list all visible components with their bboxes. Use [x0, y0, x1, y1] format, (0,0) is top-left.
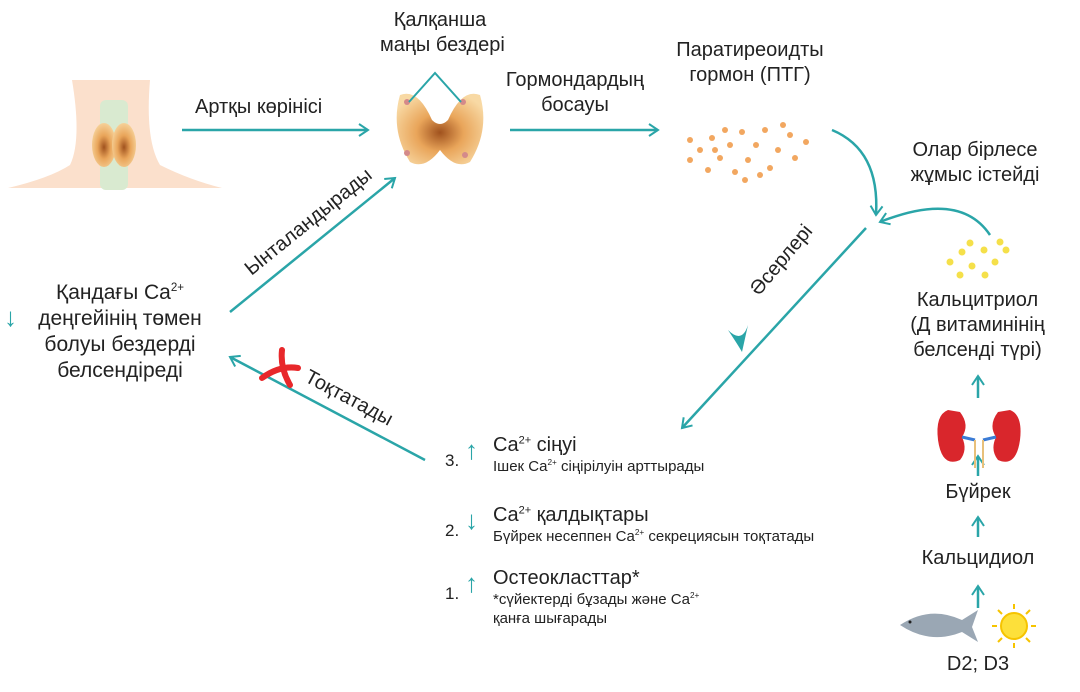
- arrow-pth-merge: [831, 128, 884, 217]
- item-number: 2.: [445, 521, 460, 540]
- pth-line: гормон (ПТГ): [689, 64, 811, 86]
- pth-line: Паратиреоидты: [676, 39, 824, 61]
- arrow-up-icon: ↑: [465, 435, 478, 465]
- superscript: 2+: [634, 528, 645, 538]
- superscript: 2+: [518, 504, 532, 517]
- parathyroid-glands-illustration: [396, 71, 484, 165]
- arrow-up-icon: ↑: [465, 568, 478, 598]
- back-view-label: Артқы көрінісі: [195, 96, 323, 118]
- arrow-calcitriol-merge: [878, 207, 992, 236]
- kidney-label: Бүйрек: [945, 481, 1011, 503]
- s: секрециясын тоқтатады: [644, 528, 815, 545]
- t: қалдықтары: [531, 504, 649, 526]
- arrow-down-icon: ↓: [465, 505, 478, 535]
- arrow-effects: [680, 227, 867, 430]
- arrow-stimulates: [229, 176, 397, 313]
- t: Ca: [493, 504, 519, 526]
- low-ca-line: деңгейінің төмен: [38, 307, 202, 330]
- low-calcium-label: Қандағы Ca2+ деңгейінің төмен болуы безд…: [30, 280, 210, 384]
- s: қанға шығарады: [493, 610, 608, 627]
- superscript: 2+: [689, 591, 700, 601]
- d-vitamins-label: D2; D3: [946, 653, 1010, 675]
- item-subtitle: Ішек Ca2+ сіңірілуін арттырады: [493, 457, 704, 476]
- together-line: жұмыс істейді: [910, 164, 1040, 186]
- glands-title-line: Қалқанша: [393, 9, 487, 31]
- low-ca-line: белсендіреді: [57, 359, 183, 382]
- s: Бүйрек несеппен Ca: [493, 528, 635, 545]
- item-title: Остеокласттар*: [493, 567, 640, 589]
- low-ca-text: Қандағы Ca: [55, 281, 171, 304]
- neck-illustration: [8, 80, 222, 190]
- t: Ca: [493, 434, 519, 456]
- s: Ішек Ca: [493, 458, 548, 475]
- superscript: 2+: [170, 281, 185, 294]
- superscript: 2+: [518, 434, 532, 447]
- release-line: босауы: [541, 94, 609, 116]
- item-subtitle: *сүйектерді бұзады және Ca2+ қанға шығара…: [493, 590, 699, 628]
- item-subtitle: Бүйрек несеппен Ca2+ секрециясын тоқтата…: [493, 527, 814, 546]
- sun-icon: [992, 604, 1036, 648]
- calcitriol-line: белсенді түрі): [913, 339, 1042, 361]
- cross-icon: [259, 347, 301, 388]
- low-ca-line: Қандағы Ca2+: [30, 280, 210, 306]
- hormone-release-label: Гормондардың босауы: [500, 68, 650, 118]
- pth-label: Паратиреоидты гормон (ПТГ): [670, 38, 830, 88]
- item-title: Ca2+ қалдықтары: [493, 503, 649, 527]
- s: сіңірілуін арттырады: [556, 458, 705, 475]
- s: *сүйектерді бұзады және Ca: [493, 591, 690, 608]
- release-line: Гормондардың: [505, 69, 645, 91]
- calcitriol-label: Кальцитриол (Д витаминінің белсенді түрі…: [895, 288, 1060, 363]
- calcitriol-line: (Д витаминінің: [910, 314, 1045, 336]
- item-title: Ca2+ сіңуі: [493, 433, 577, 457]
- work-together-label: Олар бірлесе жұмыс істейді: [900, 138, 1050, 188]
- together-line: Олар бірлесе: [912, 139, 1038, 161]
- item-number: 3.: [445, 451, 460, 470]
- fish-illustration: [900, 610, 978, 642]
- calcitriol-line: Кальцитриол: [916, 289, 1039, 311]
- checkmark-icon: [728, 325, 748, 352]
- kidney-illustration: [937, 410, 1021, 468]
- superscript: 2+: [547, 458, 557, 468]
- glands-title: Қалқанша маңы бездері: [380, 8, 505, 58]
- calcidiol-label: Кальцидиол: [921, 547, 1035, 569]
- pth-dots: [687, 122, 809, 183]
- low-ca-line: болуы бездерді: [44, 333, 196, 356]
- arrow-down-icon: ↓: [4, 302, 17, 332]
- glands-title-line: маңы бездері: [380, 34, 505, 56]
- t: сіңуі: [531, 434, 577, 456]
- calcitriol-dots: [946, 238, 1010, 279]
- item-number: 1.: [445, 584, 460, 603]
